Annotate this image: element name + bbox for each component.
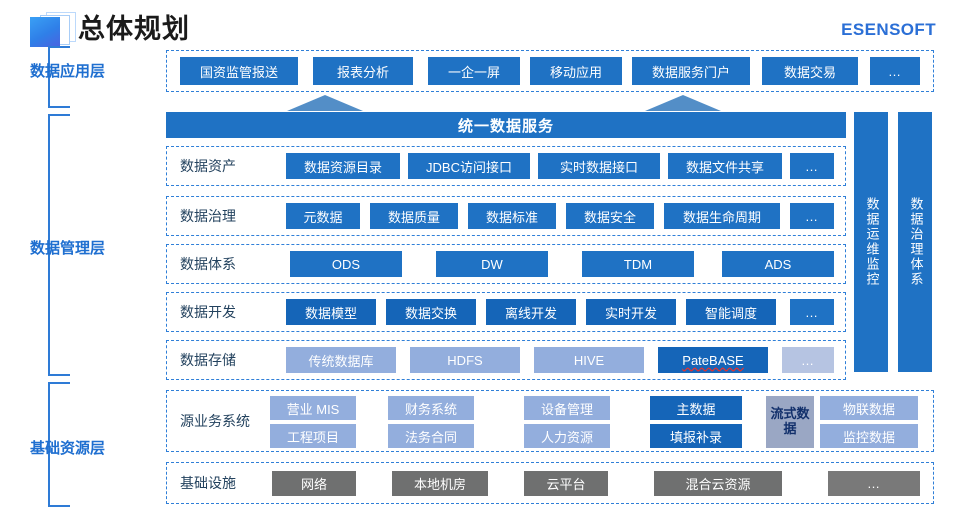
- row-label-source-systems: 源业务系统: [180, 413, 250, 429]
- data-governance-item-3[interactable]: 数据安全: [566, 203, 654, 229]
- data-development-item-more[interactable]: …: [790, 299, 834, 325]
- app-item-2[interactable]: 一企一屏: [428, 57, 520, 85]
- source-system-top-2[interactable]: 设备管理: [524, 396, 610, 420]
- source-system-iot-data[interactable]: 物联数据: [820, 396, 918, 420]
- data-assets-item-3[interactable]: 数据文件共享: [668, 153, 782, 179]
- source-system-stream-data[interactable]: 流式数据: [766, 396, 814, 448]
- data-architecture-item-0[interactable]: ODS: [290, 251, 402, 277]
- source-system-bottom-3[interactable]: 填报补录: [650, 424, 742, 448]
- data-assets-item-more[interactable]: …: [790, 153, 834, 179]
- bracket-resource-layer: [48, 382, 70, 507]
- data-governance-item-more[interactable]: …: [790, 203, 834, 229]
- data-architecture-item-1[interactable]: DW: [436, 251, 548, 277]
- side-bar-ops-monitoring-label: 数据运维监控: [864, 197, 880, 287]
- data-governance-item-4[interactable]: 数据生命周期: [664, 203, 780, 229]
- data-storage-item-more[interactable]: …: [782, 347, 834, 373]
- row-label-data-storage: 数据存储: [180, 352, 236, 368]
- app-item-1[interactable]: 报表分析: [313, 57, 413, 85]
- flow-arrow-right-icon: [645, 95, 721, 111]
- app-item-0[interactable]: 国资监管报送: [180, 57, 298, 85]
- flow-arrow-left-icon: [287, 95, 363, 111]
- data-storage-item-2[interactable]: HIVE: [534, 347, 644, 373]
- row-label-data-development: 数据开发: [180, 304, 236, 320]
- source-system-bottom-1[interactable]: 法务合同: [388, 424, 474, 448]
- infrastructure-item-1[interactable]: 本地机房: [392, 471, 488, 496]
- unified-data-service-banner: 统一数据服务: [166, 112, 846, 138]
- layer-label-management: 数据管理层: [30, 240, 106, 257]
- source-system-top-1[interactable]: 财务系统: [388, 396, 474, 420]
- layer-label-resource: 基础资源层: [30, 440, 106, 457]
- data-development-item-0[interactable]: 数据模型: [286, 299, 376, 325]
- data-governance-item-1[interactable]: 数据质量: [370, 203, 458, 229]
- data-development-item-3[interactable]: 实时开发: [586, 299, 676, 325]
- side-bar-ops-monitoring: 数据运维监控: [854, 112, 888, 372]
- data-architecture-item-3[interactable]: ADS: [722, 251, 834, 277]
- infrastructure-item-2[interactable]: 云平台: [524, 471, 608, 496]
- data-storage-item-3[interactable]: PateBASE: [658, 347, 768, 373]
- data-assets-item-2[interactable]: 实时数据接口: [538, 153, 660, 179]
- data-storage-item-1[interactable]: HDFS: [410, 347, 520, 373]
- side-bar-governance-system-label: 数据治理体系: [908, 197, 924, 287]
- data-architecture-item-2[interactable]: TDM: [582, 251, 694, 277]
- app-item-more[interactable]: …: [870, 57, 920, 85]
- row-label-data-architecture: 数据体系: [180, 256, 236, 272]
- data-governance-item-0[interactable]: 元数据: [286, 203, 360, 229]
- row-label-infrastructure: 基础设施: [180, 475, 236, 491]
- stacked-squares-logo-icon: [24, 10, 76, 47]
- data-development-item-2[interactable]: 离线开发: [486, 299, 576, 325]
- page-title: 总体规划: [78, 14, 190, 44]
- infrastructure-item-3[interactable]: 混合云资源: [654, 471, 782, 496]
- source-system-bottom-2[interactable]: 人力资源: [524, 424, 610, 448]
- row-label-data-assets: 数据资产: [180, 158, 236, 174]
- layer-label-application: 数据应用层: [30, 63, 106, 80]
- data-assets-item-1[interactable]: JDBC访问接口: [408, 153, 530, 179]
- brand-logo-text: ESENSOFT: [841, 20, 936, 39]
- infrastructure-item-more[interactable]: …: [828, 471, 920, 496]
- infrastructure-item-0[interactable]: 网络: [272, 471, 356, 496]
- data-storage-item-0[interactable]: 传统数据库: [286, 347, 396, 373]
- side-bar-governance-system: 数据治理体系: [898, 112, 932, 372]
- data-development-item-1[interactable]: 数据交换: [386, 299, 476, 325]
- data-development-item-4[interactable]: 智能调度: [686, 299, 776, 325]
- row-label-data-governance: 数据治理: [180, 208, 236, 224]
- data-governance-item-2[interactable]: 数据标准: [468, 203, 556, 229]
- data-storage-item-3-label: PateBASE: [682, 352, 744, 368]
- data-assets-item-0[interactable]: 数据资源目录: [286, 153, 400, 179]
- source-system-monitor-data[interactable]: 监控数据: [820, 424, 918, 448]
- app-item-3[interactable]: 移动应用: [530, 57, 622, 85]
- bracket-management-layer: [48, 114, 70, 376]
- app-item-4[interactable]: 数据服务门户: [632, 57, 750, 85]
- source-system-top-3[interactable]: 主数据: [650, 396, 742, 420]
- bracket-application-layer: [48, 46, 70, 108]
- source-system-bottom-0[interactable]: 工程项目: [270, 424, 356, 448]
- app-item-5[interactable]: 数据交易: [762, 57, 858, 85]
- source-system-top-0[interactable]: 营业 MIS: [270, 396, 356, 420]
